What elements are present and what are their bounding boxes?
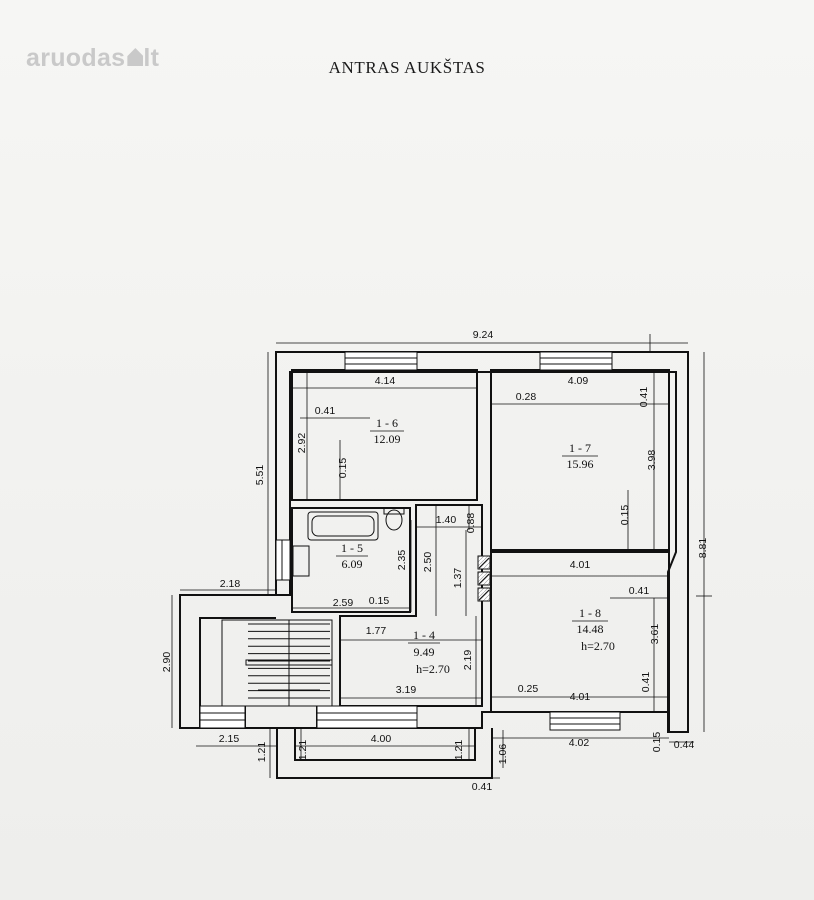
floor-title: ANTRAS AUKŠTAS — [328, 58, 486, 77]
staircase-icon — [221, 619, 333, 707]
watermark-brand: aruodas — [26, 44, 126, 72]
room-labels: 1 - 6 12.09 1 - 7 15.96 1 - 5 6.09 1 - 4… — [336, 416, 615, 676]
sink-icon — [292, 545, 310, 577]
dimension-label: 1.21 — [453, 740, 465, 761]
room-area: 14.48 — [577, 622, 604, 636]
site-watermark: aruodas lt — [26, 44, 159, 73]
room-id: 1 - 8 — [579, 606, 601, 620]
dimension-label: 0.25 — [518, 683, 539, 695]
window — [539, 351, 613, 371]
window — [275, 539, 291, 581]
dimension-label: 1.40 — [436, 514, 457, 526]
room-area: 9.49 — [414, 645, 435, 659]
dimension-label: 2.15 — [219, 733, 240, 745]
dimension-label: 0.41 — [638, 387, 650, 408]
toilet-icon — [385, 509, 403, 531]
dimension-label: 3.98 — [646, 450, 658, 471]
room-area: 6.09 — [342, 557, 363, 571]
dimension-label: 0.88 — [465, 513, 477, 534]
dimension-label: 0.15 — [619, 505, 631, 526]
window — [344, 351, 418, 371]
room-id: 1 - 5 — [341, 541, 363, 555]
dimension-label: 2.19 — [462, 650, 474, 671]
dimension-label: 9.24 — [473, 329, 494, 341]
room-id: 1 - 4 — [413, 628, 435, 642]
windows — [199, 351, 621, 731]
dimension-label: 2.59 — [333, 597, 354, 609]
dimension-label: 0.41 — [315, 405, 336, 417]
room-height: h=2.70 — [581, 639, 615, 653]
dimension-label: 4.09 — [568, 375, 589, 387]
dimension-label: 4.02 — [569, 737, 590, 749]
dimension-label: 4.14 — [375, 375, 396, 387]
dimension-label: 0.15 — [651, 732, 663, 753]
balcony-outline — [276, 728, 493, 779]
dimension-label: 0.41 — [472, 781, 493, 793]
dimension-label: 8.81 — [697, 538, 709, 559]
dimension-label: 4.01 — [570, 691, 591, 703]
stair-landing — [244, 706, 318, 729]
dimension-label: 1.77 — [366, 625, 387, 637]
dimension-label: 4.00 — [371, 733, 392, 745]
dimension-label: 1.21 — [256, 742, 268, 763]
room-area: 12.09 — [374, 432, 401, 446]
dimension-label: 0.28 — [516, 391, 537, 403]
house-icon — [127, 48, 144, 66]
dimension-label: 2.18 — [220, 578, 241, 590]
dimension-label: 3.19 — [396, 684, 417, 696]
watermark-tld: lt — [143, 44, 160, 72]
dimension-label: 0.15 — [369, 595, 390, 607]
window — [549, 711, 621, 731]
dimension-label: 2.90 — [161, 652, 173, 673]
outer-wall-line — [179, 352, 277, 729]
dimension-label: 5.51 — [254, 465, 266, 486]
dimension-label: 2.50 — [422, 552, 434, 573]
dimension-label: 2.92 — [296, 433, 308, 454]
dimension-label: 3.61 — [649, 624, 661, 645]
dimension-label: 2.35 — [396, 550, 408, 571]
dimension-label: 0.41 — [640, 672, 652, 693]
room-id: 1 - 6 — [376, 416, 398, 430]
dimension-label: 0.41 — [629, 585, 650, 597]
chimney-icons — [477, 555, 491, 602]
window — [199, 705, 246, 729]
window — [316, 705, 418, 729]
room-1-5-outline — [291, 507, 411, 613]
dimension-label: 0.15 — [337, 458, 349, 479]
outer-wall — [275, 351, 689, 733]
dimension-label: 1.21 — [297, 740, 309, 761]
dimension-labels: 9.24 4.14 0.41 4.09 0.28 1.40 2.59 0.15 … — [161, 329, 709, 793]
dimension-label: 0.44 — [674, 739, 695, 751]
room-id: 1 - 7 — [569, 441, 591, 455]
dimension-lines — [171, 334, 712, 779]
dimension-label: 4.01 — [570, 559, 591, 571]
room-height: h=2.70 — [416, 662, 450, 676]
room-area: 15.96 — [567, 457, 594, 471]
bathroom-fixtures — [292, 507, 405, 577]
dimension-label: 1.06 — [497, 744, 509, 765]
dimension-label: 1.37 — [452, 568, 464, 589]
bathtub-icon — [307, 511, 379, 541]
